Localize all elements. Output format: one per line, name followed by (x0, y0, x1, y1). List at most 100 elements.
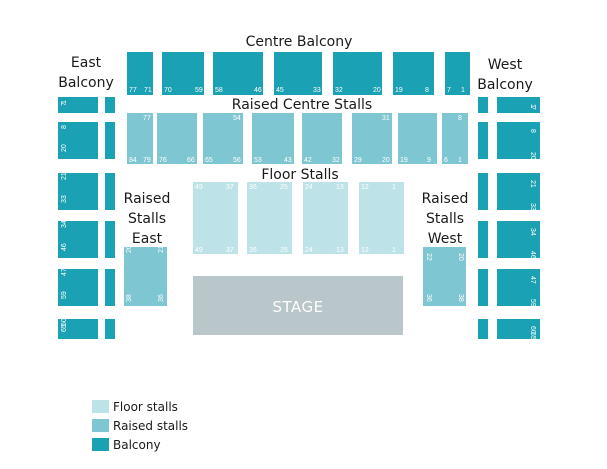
seat-number: 19 (395, 87, 403, 94)
west-balcony-block (497, 122, 540, 159)
west-balcony-block (478, 173, 488, 210)
seat-number: 37 (226, 247, 234, 254)
raised-centre-block (302, 113, 342, 164)
seat-number: 7 (447, 87, 451, 94)
seat-number: 54 (233, 115, 241, 122)
centre-balcony-block (162, 52, 204, 95)
seat-number: 47 (529, 276, 536, 284)
seat-number: 1 (392, 247, 396, 254)
seat-number: 70 (164, 87, 172, 94)
seat-number: 34 (61, 220, 68, 228)
seat-number: 71 (144, 87, 152, 94)
floor-stalls-block (193, 182, 238, 254)
floor-stalls-block (303, 182, 348, 254)
seat-number: 20 (373, 87, 381, 94)
stage-label: STAGE (272, 298, 323, 316)
seat-number: 49 (195, 247, 203, 254)
east-balcony-block (58, 173, 98, 210)
east-balcony-block (105, 319, 115, 339)
seat-number: 33 (313, 87, 321, 94)
floor-stalls-title: Floor Stalls (261, 167, 338, 183)
raised-centre-block (252, 113, 294, 164)
seat-number: 65 (61, 324, 68, 332)
west-balcony-block (478, 269, 488, 306)
west-balcony-block (497, 97, 540, 113)
raised-stalls-west-block (423, 247, 466, 306)
seating-plan: Centre Balcony East Balcony West Balcony… (58, 34, 540, 340)
seat-number: 84 (129, 157, 137, 164)
seat-number: 21 (158, 245, 165, 253)
seat-number: 20 (126, 245, 133, 253)
seat-number: 66 (187, 157, 195, 164)
seat-number: 25 (280, 247, 288, 254)
legend-item-balcony: Balcony (92, 435, 188, 454)
legend: Floor stalls Raised stalls Balcony (92, 397, 188, 454)
legend-label: Balcony (113, 437, 161, 452)
west-balcony-block (478, 97, 488, 113)
seat-number: 8 (61, 125, 68, 129)
seat-number: 37 (226, 184, 234, 191)
seat-number: 33 (61, 195, 68, 203)
centre-balcony-title: Centre Balcony (246, 34, 353, 50)
seat-number: 60 (529, 326, 536, 334)
raised-stalls-east-block (124, 247, 167, 306)
centre-balcony-block (127, 52, 153, 95)
raised-centre-stalls-title: Raised Centre Stalls (232, 97, 372, 113)
seat-number: 12 (361, 247, 369, 254)
seat-number: 29 (354, 157, 362, 164)
raised-centre-block (203, 113, 243, 164)
seat-number: 77 (143, 115, 151, 122)
legend-label: Raised stalls (113, 418, 189, 433)
east-balcony-block (105, 122, 115, 159)
seat-number: 31 (382, 115, 390, 122)
seat-number: 42 (304, 157, 312, 164)
east-balcony-block (105, 173, 115, 210)
west-balcony-block (478, 221, 488, 258)
east-balcony-block (58, 221, 98, 258)
seat-number: 24 (305, 184, 313, 191)
raised-stalls-east-title: Stalls (128, 211, 166, 227)
seat-number: 76 (159, 157, 167, 164)
west-balcony-block (478, 319, 488, 339)
east-balcony-block (58, 319, 98, 339)
seat-number: 7 (529, 106, 536, 110)
raised-stalls-east-title: East (132, 231, 163, 247)
seat-number: 46 (254, 87, 262, 94)
seat-number: 60 (61, 318, 68, 326)
east-balcony-block (105, 97, 115, 113)
raised-stalls-west-title: Stalls (426, 211, 464, 227)
seat-number: 6 (444, 157, 448, 164)
seat-number: 20 (61, 144, 68, 152)
seat-number: 12 (361, 184, 369, 191)
legend-swatch (92, 400, 109, 413)
raised-centre-block (127, 113, 153, 164)
seat-number: 79 (143, 157, 151, 164)
west-balcony-block (497, 221, 540, 258)
centre-balcony-block (213, 52, 263, 95)
seat-number: 19 (400, 157, 408, 164)
seat-number: 1 (461, 87, 465, 94)
east-balcony-block (105, 269, 115, 306)
seat-number: 20 (529, 152, 536, 160)
seat-number: 77 (129, 87, 137, 94)
east-balcony-block (58, 269, 98, 306)
raised-stalls-west-title: West (428, 231, 463, 247)
seat-number: 49 (195, 184, 203, 191)
legend-label: Floor stalls (113, 399, 178, 414)
seat-number: 36 (249, 184, 257, 191)
seat-number: 38 (457, 294, 464, 302)
west-balcony-block (497, 319, 540, 339)
legend-swatch (92, 438, 109, 451)
legend-item-raised: Raised stalls (92, 416, 188, 435)
seat-number: 47 (61, 268, 68, 276)
seat-number: 46 (61, 243, 68, 251)
east-balcony-title: Balcony (58, 75, 114, 91)
legend-item-floor: Floor stalls (92, 397, 188, 416)
seat-number: 59 (195, 87, 203, 94)
centre-balcony-block (274, 52, 322, 95)
floor-stalls-block (359, 182, 404, 254)
seat-number: 34 (529, 228, 536, 236)
